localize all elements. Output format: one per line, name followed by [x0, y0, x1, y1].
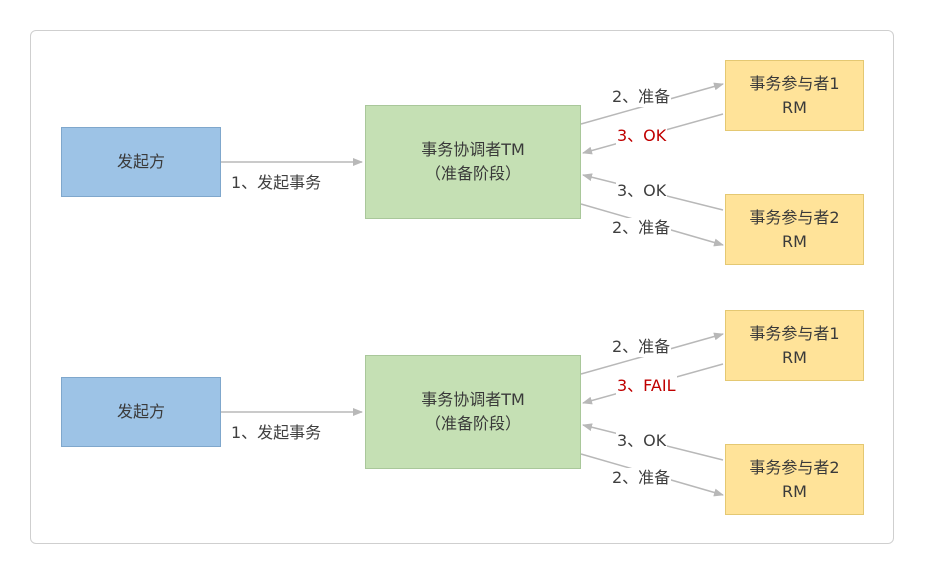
participant-2-role-1: RM: [782, 231, 807, 251]
participant-2-role-2: RM: [782, 481, 807, 501]
initiator-label-2: 发起方: [116, 402, 165, 421]
label-start-1: 1、发起事务: [230, 173, 323, 193]
coordinator-phase-2: （准备阶段）: [424, 414, 521, 433]
participant-1-box-1: 事务参与者1 RM: [725, 60, 864, 131]
label-prepare-p1-2: 2、准备: [611, 337, 672, 357]
coordinator-title-1: 事务协调者TM: [421, 140, 525, 159]
label-reply-p1-1: 3、OK: [616, 126, 668, 146]
participant-1-role-2: RM: [782, 347, 807, 367]
label-start-2: 1、发起事务: [230, 423, 323, 443]
label-prepare-p1-1: 2、准备: [611, 87, 672, 107]
participant-2-box-2: 事务参与者2 RM: [725, 444, 864, 515]
initiator-box-1: 发起方: [61, 127, 221, 197]
label-reply-p1-2: 3、FAIL: [616, 376, 677, 396]
participant-2-title-2: 事务参与者2: [749, 457, 840, 477]
coordinator-title-2: 事务协调者TM: [421, 390, 525, 409]
participant-2-box-1: 事务参与者2 RM: [725, 194, 864, 265]
initiator-box-2: 发起方: [61, 377, 221, 447]
label-prepare-p2-2: 2、准备: [611, 468, 672, 488]
participant-1-title-1: 事务参与者1: [749, 73, 840, 93]
coordinator-phase-1: （准备阶段）: [424, 164, 521, 183]
coordinator-box-1: 事务协调者TM （准备阶段）: [365, 105, 581, 219]
participant-1-title-2: 事务参与者1: [749, 323, 840, 343]
participant-2-title-1: 事务参与者2: [749, 207, 840, 227]
label-reply-p2-2: 3、OK: [616, 431, 668, 451]
participant-1-box-2: 事务参与者1 RM: [725, 310, 864, 381]
label-prepare-p2-1: 2、准备: [611, 218, 672, 238]
initiator-label-1: 发起方: [116, 152, 165, 171]
coordinator-box-2: 事务协调者TM （准备阶段）: [365, 355, 581, 469]
label-reply-p2-1: 3、OK: [616, 181, 668, 201]
participant-1-role-1: RM: [782, 97, 807, 117]
